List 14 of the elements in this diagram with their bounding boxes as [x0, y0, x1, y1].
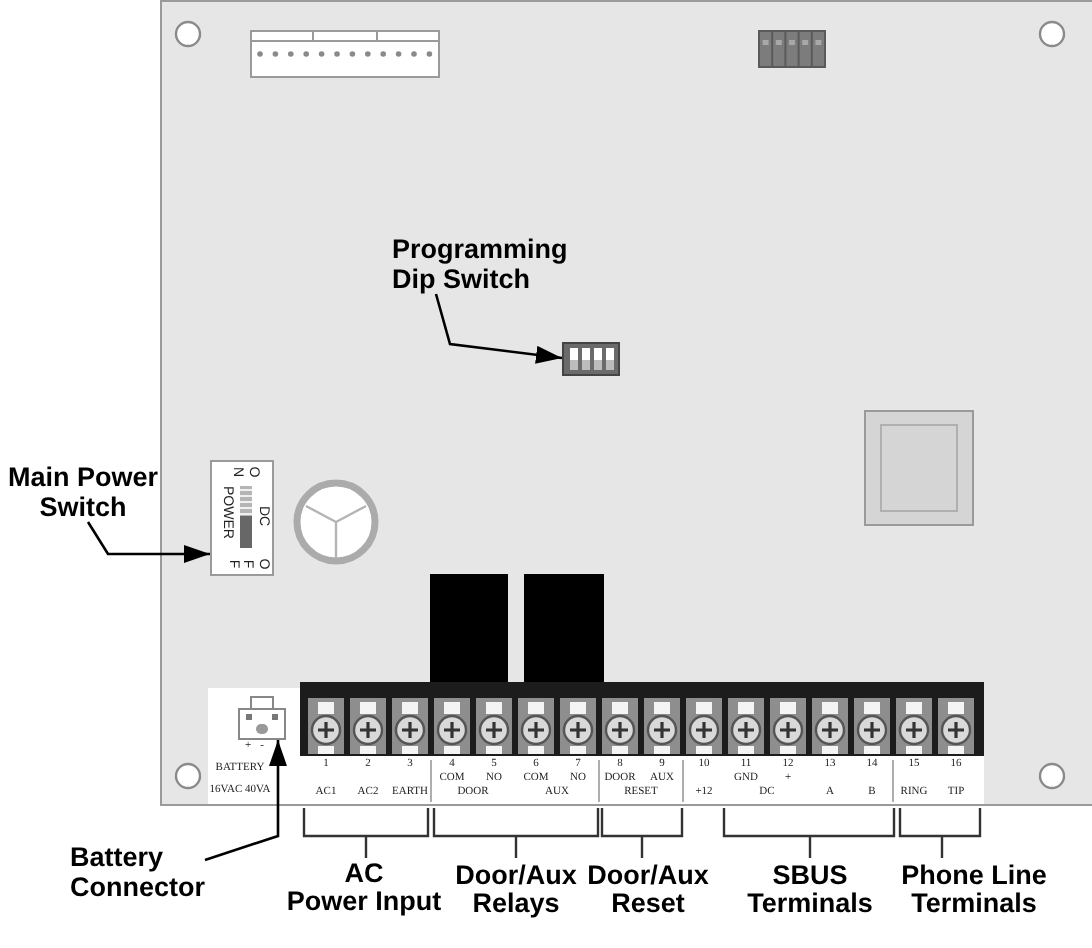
callout-label: Battery Connector	[70, 842, 205, 902]
callout-label: Programming Dip Switch	[392, 234, 568, 294]
leader-arrow	[204, 740, 287, 862]
group-label: AC Power Input	[286, 860, 442, 916]
group-label: Door/Aux Reset	[587, 862, 709, 918]
battery-connector	[238, 696, 286, 740]
group-label: Door/Aux Relays	[455, 862, 577, 918]
group-label: SBUS Terminals	[747, 862, 873, 918]
leader-arrow	[86, 521, 210, 563]
leader-arrow	[434, 293, 563, 364]
group-label: Phone Line Terminals	[901, 862, 1047, 918]
dip-switch	[562, 342, 620, 376]
callout-label: Main Power Switch	[8, 462, 159, 522]
power-switch	[210, 460, 274, 576]
